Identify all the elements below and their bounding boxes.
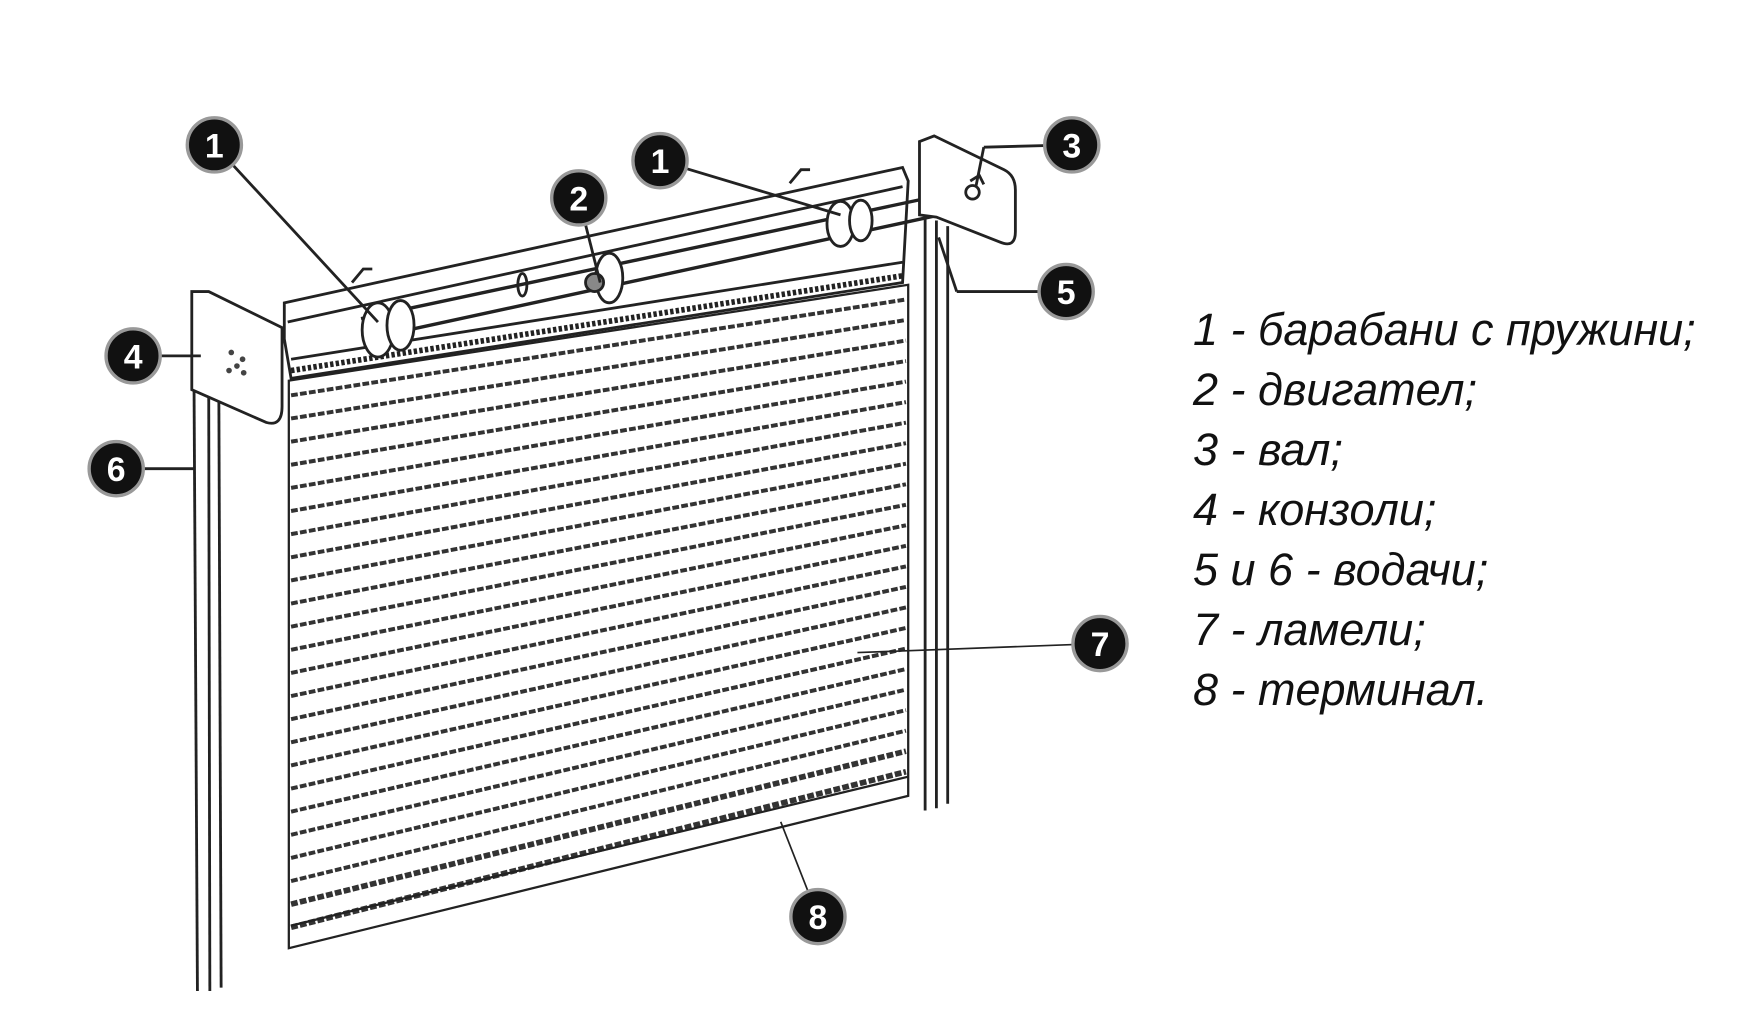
callout-number: 4	[124, 338, 143, 376]
callout-number: 1	[651, 143, 670, 181]
slat	[290, 687, 907, 837]
callout-number: 2	[569, 180, 588, 218]
slat	[290, 338, 907, 444]
callout-4: 4	[104, 327, 162, 385]
slat	[290, 482, 907, 606]
callout-2: 2	[550, 169, 608, 227]
slat	[290, 564, 907, 698]
slat	[290, 626, 907, 768]
callout-number: 1	[205, 127, 224, 165]
slat	[290, 441, 907, 560]
slat	[290, 667, 907, 814]
spring-drum-right	[825, 198, 874, 248]
callout-6: 6	[87, 439, 145, 498]
slat	[290, 502, 907, 629]
callout-7: 7	[1071, 614, 1129, 673]
slat	[290, 543, 907, 675]
legend-item: 8 - терминал.	[1193, 664, 1489, 715]
callout-8: 8	[789, 887, 847, 946]
legend-item: 3 - вал;	[1193, 424, 1343, 475]
spring-drum-left	[360, 299, 416, 359]
legend-item: 2 - двигател;	[1193, 364, 1478, 415]
slat	[290, 646, 907, 791]
callout-number: 7	[1091, 626, 1110, 664]
slat	[290, 359, 907, 467]
left-guide-rail	[192, 389, 223, 992]
axle	[360, 184, 982, 341]
motor	[516, 251, 625, 305]
slat	[290, 461, 907, 583]
slat	[290, 523, 907, 652]
slat	[290, 318, 907, 421]
slat	[290, 728, 907, 883]
callout-number: 5	[1057, 274, 1076, 312]
callout-number: 6	[107, 451, 126, 489]
left-console	[190, 290, 284, 425]
slat	[290, 605, 907, 745]
slat	[290, 379, 907, 490]
callout-markers: 1 2 1 3 5 4 6 7 8	[87, 116, 1129, 946]
callout-5: 5	[1037, 262, 1095, 321]
slats	[290, 297, 907, 931]
slat	[290, 297, 907, 398]
slat	[290, 420, 907, 537]
legend-item: 4 - конзоли;	[1193, 484, 1437, 535]
callout-number: 8	[809, 899, 828, 937]
legend-item: 5 и 6 - водачи;	[1193, 544, 1489, 595]
right-guide-rail	[923, 214, 950, 811]
callout-1: 1	[631, 131, 689, 190]
callout-3: 3	[1043, 116, 1101, 174]
slat	[290, 400, 907, 513]
callout-number: 3	[1062, 127, 1081, 165]
slat	[290, 584, 907, 722]
legend: 1 - барабани с пружини; 2 - двигател; 3 …	[1193, 300, 1696, 720]
slat	[290, 748, 907, 907]
slat	[290, 708, 907, 860]
leader-lines	[116, 143, 1101, 917]
terminal-bar	[290, 775, 909, 927]
legend-item: 7 - ламели;	[1193, 604, 1426, 655]
callout-1: 1	[185, 116, 244, 174]
legend-item: 1 - барабани с пружини;	[1193, 304, 1696, 355]
